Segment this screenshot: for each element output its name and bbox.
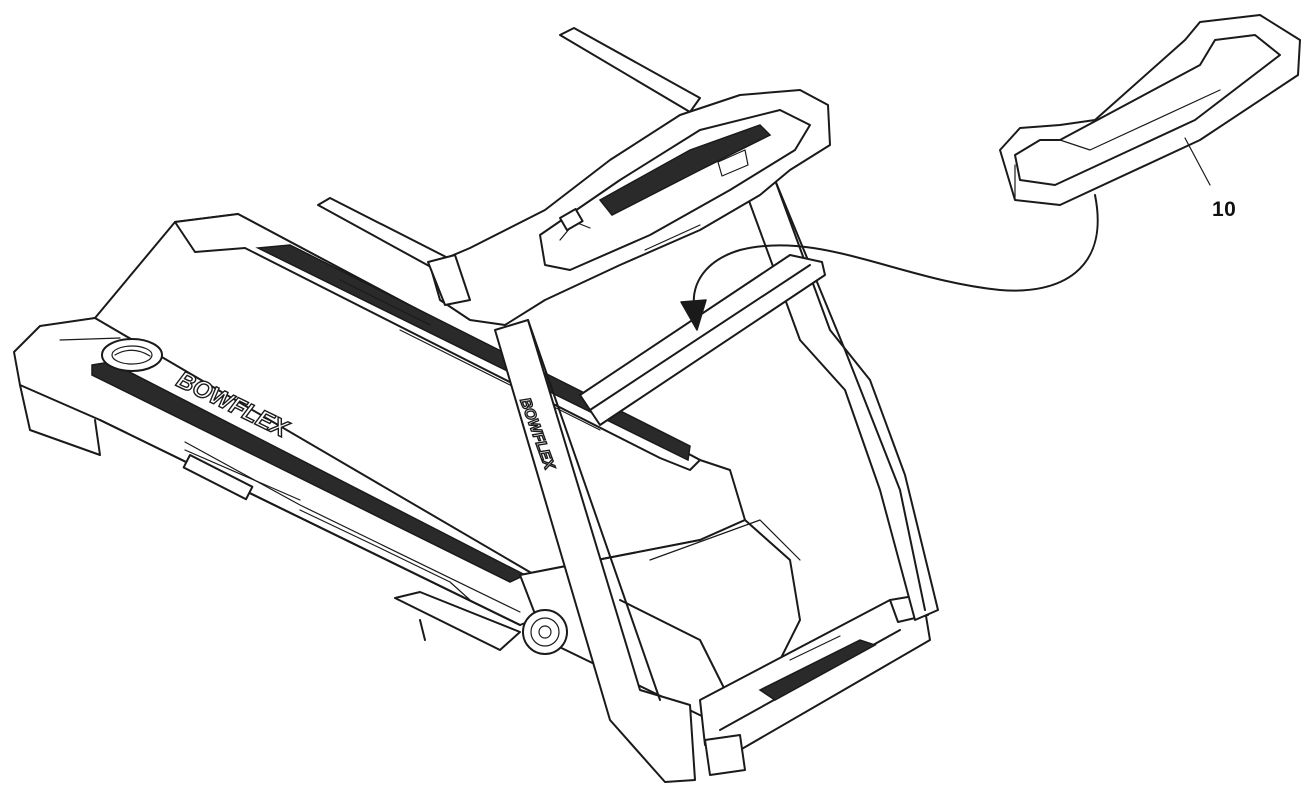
callout-leader-line — [1184, 137, 1211, 186]
part-10-accessory-tray[interactable] — [999, 14, 1301, 206]
callout-number-10: 10 — [1212, 198, 1237, 221]
console — [317, 27, 831, 326]
cross-bar — [579, 254, 826, 426]
deck-brand-logo — [101, 338, 163, 372]
assembly-arrow — [680, 194, 1099, 331]
left-upright — [494, 319, 696, 783]
